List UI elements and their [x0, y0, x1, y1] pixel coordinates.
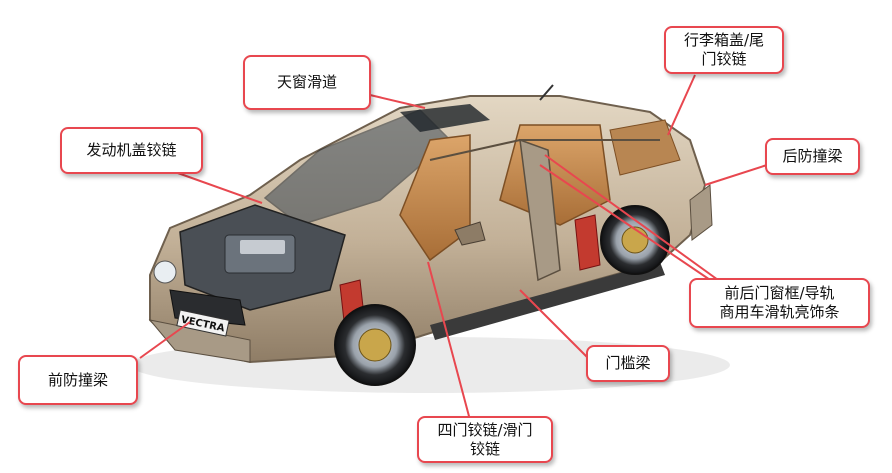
front-headlight	[153, 260, 177, 284]
sunroof-opening	[400, 104, 490, 132]
label-hood-hinge: 发动机盖铰链	[60, 127, 203, 174]
label-window-frame: 前后门窗框/导轨 商用车滑轨亮饰条	[689, 278, 870, 328]
leader-rear-bumper	[704, 164, 768, 186]
front-brake-disc	[358, 328, 392, 362]
leader-door-sill	[519, 289, 596, 366]
leader-door-hinge	[427, 261, 471, 421]
front-seat	[399, 134, 471, 262]
label-door-sill: 门槛梁	[586, 345, 670, 382]
license-plate	[176, 309, 230, 337]
side-mirror	[454, 221, 486, 246]
rear-suspension	[574, 214, 601, 271]
label-front-bumper: 前防撞梁	[18, 355, 138, 405]
label-trunk-hinge: 行李箱盖/尾 门铰链	[664, 26, 784, 74]
leader-window-frame-2	[539, 164, 726, 291]
leader-lines	[139, 74, 768, 421]
label-sunroof-track: 天窗滑道	[243, 55, 371, 110]
engine-cover	[240, 240, 285, 254]
leader-hood-hinge	[174, 171, 263, 204]
leader-sunroof	[369, 94, 426, 109]
door-frame-line	[429, 139, 660, 161]
leader-front-bumper	[139, 321, 191, 359]
rear-bumper-shape	[689, 184, 713, 241]
leader-trunk-hinge	[667, 74, 696, 136]
door-sill-beam	[430, 262, 665, 340]
b-pillar	[519, 138, 561, 282]
leader-window-frame	[544, 154, 726, 286]
label-door-hinge: 四门铰链/滑门 铰链	[417, 416, 553, 463]
rear-brake-disc	[621, 226, 649, 254]
label-rear-bumper: 后防撞梁	[765, 138, 860, 175]
rear-shelf	[609, 119, 681, 176]
roof-antenna	[539, 84, 554, 101]
